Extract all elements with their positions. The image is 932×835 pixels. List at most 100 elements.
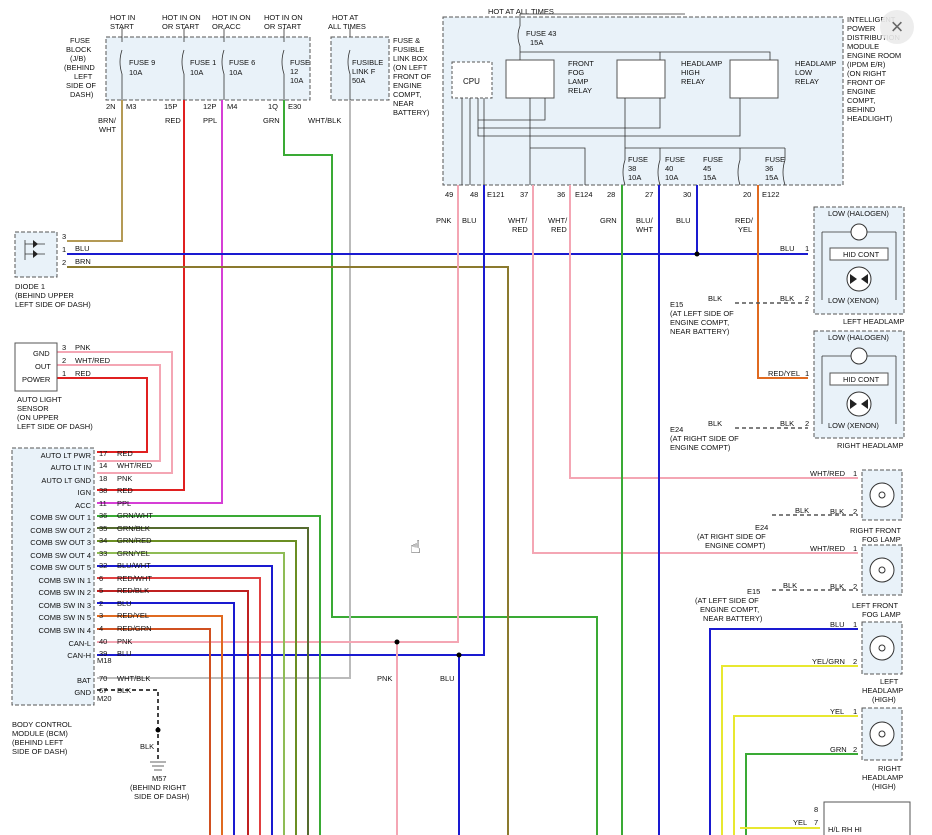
svg-text:BRN/: BRN/ — [98, 116, 117, 125]
close-icon[interactable]: × — [880, 10, 914, 44]
svg-text:GRN: GRN — [830, 745, 847, 754]
svg-text:E30: E30 — [288, 102, 301, 111]
svg-text:(HIGH): (HIGH) — [872, 695, 896, 704]
bcm-pin-number: 5 — [99, 586, 103, 595]
bcm-pin-number: 3 — [99, 611, 103, 620]
svg-text:RED: RED — [512, 225, 528, 234]
bcm-pin-number: 34 — [99, 536, 107, 545]
svg-text:38: 38 — [628, 164, 636, 173]
svg-text:HOT IN ON: HOT IN ON — [162, 13, 201, 22]
bcm-pin-wire: BLU — [117, 599, 132, 608]
fuse9-rating: 10A — [129, 68, 142, 77]
svg-text:LEFT SIDE OF DASH): LEFT SIDE OF DASH) — [17, 422, 93, 431]
svg-text:BLK: BLK — [780, 419, 794, 428]
bcm-pin-wire: RED — [117, 449, 133, 458]
svg-text:GRN: GRN — [263, 116, 280, 125]
svg-text:GND: GND — [33, 349, 50, 358]
svg-text:BLOCK: BLOCK — [66, 45, 91, 54]
svg-text:12: 12 — [290, 67, 298, 76]
svg-text:E124: E124 — [575, 190, 593, 199]
svg-text:37: 37 — [520, 190, 528, 199]
svg-text:2: 2 — [62, 356, 66, 365]
svg-text:YEL: YEL — [738, 225, 752, 234]
wires — [57, 100, 858, 835]
svg-text:NEAR: NEAR — [393, 99, 414, 108]
ipdm-header: HOT AT ALL TIMES — [488, 7, 554, 16]
svg-text:NEAR BATTERY): NEAR BATTERY) — [703, 614, 763, 623]
svg-text:PNK: PNK — [75, 343, 90, 352]
svg-text:BLK: BLK — [783, 581, 797, 590]
sensor-label: AUTO LIGHT — [17, 395, 62, 404]
bcm-pin-name: COMB SW IN 5 — [38, 613, 91, 622]
bcm-pin-wire: GRN/YEL — [117, 549, 150, 558]
svg-text:LEFT: LEFT — [74, 72, 93, 81]
bcm-pin-wire: RED/GRN — [117, 624, 152, 633]
svg-text:10A: 10A — [628, 173, 641, 182]
auto-light-sensor — [14, 342, 58, 392]
svg-text:WHT/BLK: WHT/BLK — [308, 116, 341, 125]
svg-text:RIGHT: RIGHT — [878, 764, 902, 773]
svg-text:PNK: PNK — [436, 216, 451, 225]
bcm-pin-number: 6 — [99, 574, 103, 583]
svg-text:3: 3 — [62, 343, 66, 352]
svg-text:LOW (HALOGEN): LOW (HALOGEN) — [828, 333, 889, 342]
svg-text:BLK: BLK — [708, 294, 722, 303]
diode-label: DIODE 1 — [15, 282, 45, 291]
svg-text:BLK: BLK — [795, 506, 809, 515]
svg-text:BLU: BLU — [462, 216, 477, 225]
svg-text:(BEHIND UPPER: (BEHIND UPPER — [15, 291, 74, 300]
bcm-pin-number: 36 — [99, 511, 107, 520]
svg-text:ENGINE COMPT,: ENGINE COMPT, — [670, 318, 729, 327]
svg-text:(AT RIGHT SIDE OF: (AT RIGHT SIDE OF — [670, 434, 739, 443]
svg-text:POWER: POWER — [22, 375, 51, 384]
wire-red-ign — [97, 100, 185, 491]
svg-text:2: 2 — [853, 582, 857, 591]
svg-text:10A: 10A — [665, 173, 678, 182]
right-headlamp: LOW (HALOGEN) HID CONT LOW (XENON) RIGHT… — [670, 330, 905, 452]
bcm-pin-number: 67 — [99, 686, 107, 695]
svg-text:RELAY: RELAY — [681, 77, 705, 86]
svg-text:FUSE: FUSE — [703, 155, 723, 164]
bcm-pin-wire: WHT/RED — [117, 461, 153, 470]
bcm-pin-wire: PNK — [117, 474, 132, 483]
svg-text:FUSE: FUSE — [628, 155, 648, 164]
bcm-pin-name: COMB SW OUT 1 — [30, 513, 91, 522]
wire-fog-left — [532, 185, 858, 554]
svg-text:LAMP: LAMP — [568, 77, 588, 86]
svg-text:ENGINE: ENGINE — [393, 81, 422, 90]
bcm-pin-name: ACC — [75, 501, 91, 510]
diode-wire-brn: BRN — [75, 257, 91, 266]
svg-text:1: 1 — [853, 469, 857, 478]
svg-text:HOT IN ON: HOT IN ON — [264, 13, 303, 22]
svg-text:E15: E15 — [670, 300, 683, 309]
svg-text:1: 1 — [62, 245, 66, 254]
svg-text:FUSE: FUSE — [290, 58, 310, 67]
bcm-pin-name: AUTO LT GND — [41, 476, 91, 485]
svg-text:LOW: LOW — [795, 68, 813, 77]
wire-ppl-acc — [97, 100, 223, 504]
svg-text:2N: 2N — [106, 102, 116, 111]
svg-text:8: 8 — [814, 805, 818, 814]
svg-text:LEFT FRONT: LEFT FRONT — [852, 601, 899, 610]
svg-text:MODULE (BCM): MODULE (BCM) — [12, 729, 68, 738]
svg-text:(AT RIGHT SIDE OF: (AT RIGHT SIDE OF — [697, 532, 766, 541]
svg-text:BEHIND: BEHIND — [847, 105, 876, 114]
svg-text:SIDE OF DASH): SIDE OF DASH) — [12, 747, 68, 756]
svg-text:LEFT HEADLAMP: LEFT HEADLAMP — [843, 317, 905, 326]
bcm-pin-number: 11 — [99, 499, 107, 508]
bcm-pin-wire: BLU/WHT — [117, 561, 151, 570]
svg-text:FUSIBLE: FUSIBLE — [352, 58, 383, 67]
bcm-pin-number: 38 — [99, 486, 107, 495]
svg-text:RED: RED — [75, 369, 91, 378]
bcm-pin-name: BAT — [77, 676, 91, 685]
svg-text:HIGH: HIGH — [681, 68, 700, 77]
svg-text:(ON LEFT: (ON LEFT — [393, 63, 428, 72]
wire-ipdm-pnk — [97, 185, 459, 643]
bcm-pin-number: 39 — [99, 649, 107, 658]
svg-text:LOW (XENON): LOW (XENON) — [828, 421, 879, 430]
bcm-pin-number: 18 — [99, 474, 107, 483]
svg-text:(BEHIND LEFT: (BEHIND LEFT — [12, 738, 64, 747]
